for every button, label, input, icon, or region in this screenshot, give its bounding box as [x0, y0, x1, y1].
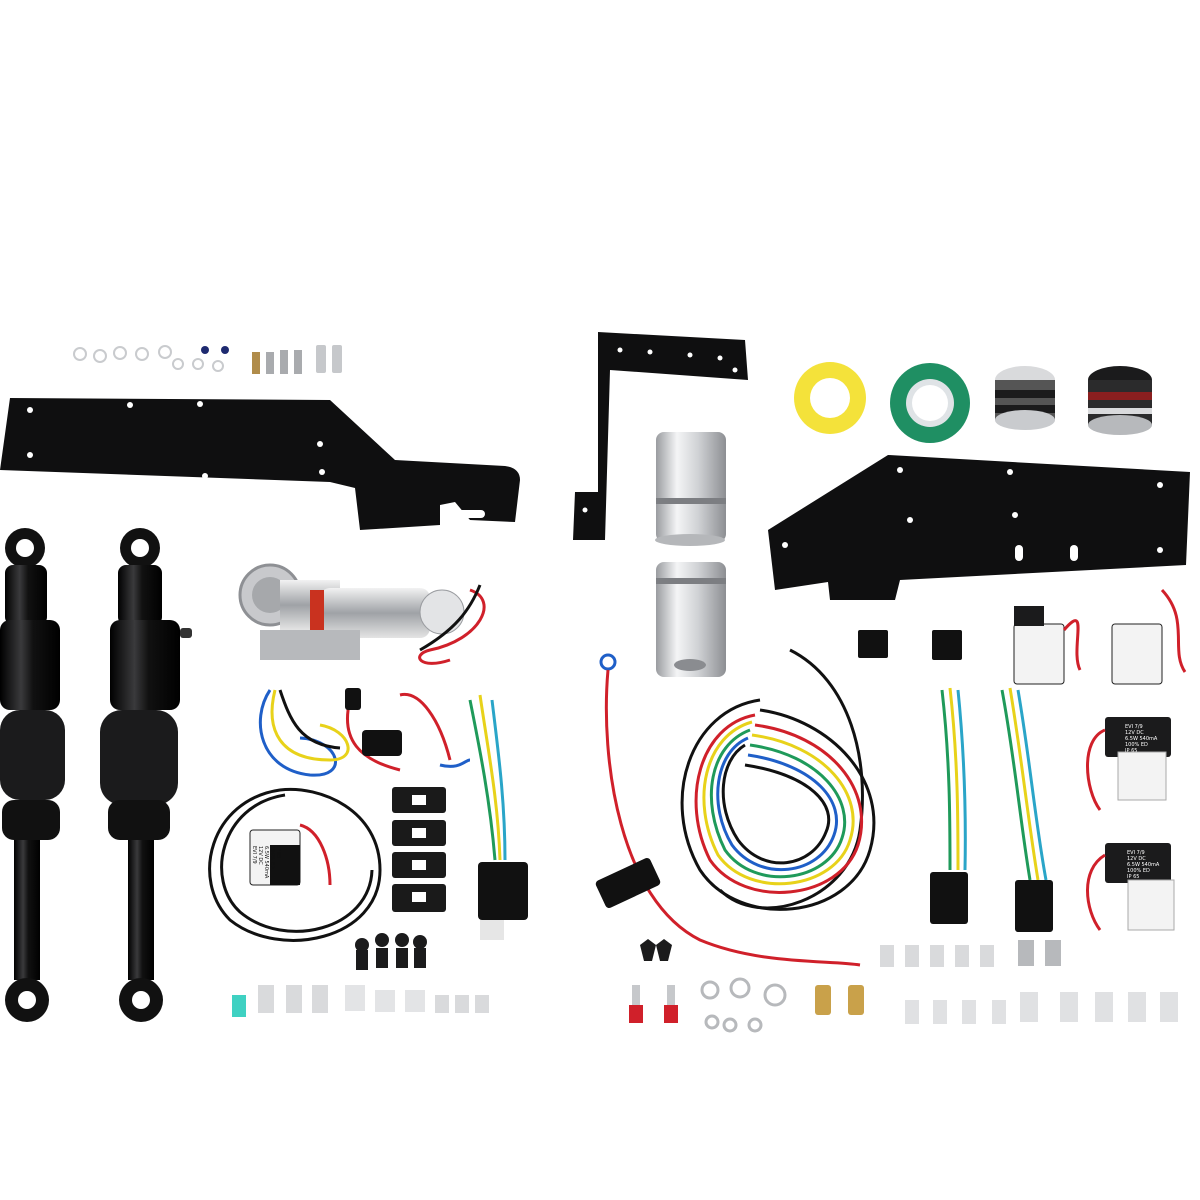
right-solenoid-valve-a: [1013, 606, 1082, 685]
right-valve-bottom-line-3: 6.5W 540mA: [1127, 862, 1160, 868]
left-valve-line-5: IP 65: [275, 846, 281, 858]
left-air-line-coil: [208, 787, 382, 942]
bolts-and-fittings-row: [201, 345, 342, 374]
ptfe-thread-tape: [794, 362, 866, 434]
air-compressor: [238, 563, 465, 660]
right-valve-bottom-line-2: 12V DC: [1127, 856, 1146, 862]
left-valve-line-4: 100% ED: [269, 846, 275, 869]
air-bag-mount-2: [1088, 366, 1152, 435]
blade-fuse: [232, 995, 246, 1017]
toggle-switches: [629, 985, 678, 1023]
aluminum-spacer-top: [655, 432, 726, 546]
right-plate-holes: [782, 467, 1163, 561]
right-push-fittings-row-1: [880, 940, 1061, 967]
left-valve-line-1: EVI 7/9: [251, 846, 257, 864]
center-wiring-harness: [599, 648, 876, 967]
relay-sockets-top: [858, 630, 962, 660]
right-valve-bottom-line-1: EVI 7/9: [1127, 850, 1145, 856]
left-solenoid-valve: EVI 7/9 12V DC 6.5W 540mA 100% ED IP 65: [249, 823, 332, 886]
left-wiring-harness: [258, 584, 486, 777]
right-valve-top-line-4: 100% ED: [1125, 742, 1148, 748]
center-washers: [700, 977, 787, 1033]
right-valve-top: EVI 7/9 12V DC 6.5W 540mA 100% ED IP 65: [1086, 717, 1171, 811]
center-fuse-holder: [595, 858, 661, 908]
rubber-pad-slots: [412, 795, 426, 902]
relay-sockets-bottom: [930, 872, 1053, 932]
right-valve-top-line-2: 12V DC: [1125, 730, 1144, 736]
left-pressure-switch-wires: [468, 694, 507, 861]
brass-fittings: [815, 985, 864, 1015]
right-valve-top-line-3: 6.5W 540mA: [1125, 736, 1158, 742]
center-toggle-knobs: [640, 939, 672, 961]
right-switch-wires: [940, 687, 1048, 881]
air-shock-left: [0, 528, 65, 1022]
left-plate-holes: [27, 401, 485, 518]
right-valve-bottom: EVI 7/9 12V DC 6.5W 540mA 100% ED IP 65: [1086, 843, 1175, 931]
left-valve-line-3: 6.5W 540mA: [263, 846, 269, 879]
electrical-tape: [890, 363, 970, 443]
air-shock-right: [100, 528, 192, 1022]
right-solenoid-valve-b: [1111, 588, 1187, 685]
right-mounting-plate: [768, 455, 1190, 600]
left-valve-line-2: 12V DC: [257, 846, 263, 865]
air-bag-mount-1: [995, 366, 1055, 430]
right-valve-bottom-line-4: 100% ED: [1127, 868, 1150, 874]
center-z-bracket: [573, 332, 748, 540]
inline-fuse-holder-left: [345, 688, 402, 756]
left-mounting-plate: [0, 398, 520, 530]
small-washers-row: [73, 345, 224, 372]
center-bracket-holes: [582, 347, 738, 513]
left-fittings-row: [232, 985, 489, 1017]
left-relay: [478, 862, 528, 940]
left-nuts-bolts: [355, 933, 427, 970]
right-valve-bottom-line-5: IP 65: [1127, 874, 1139, 880]
right-push-fittings-row-2: [905, 992, 1178, 1024]
aluminum-spacer-bottom: [656, 562, 726, 677]
right-valve-top-line-5: IP 65: [1125, 748, 1137, 754]
right-valve-top-line-1: EVI 7/9: [1125, 724, 1143, 730]
